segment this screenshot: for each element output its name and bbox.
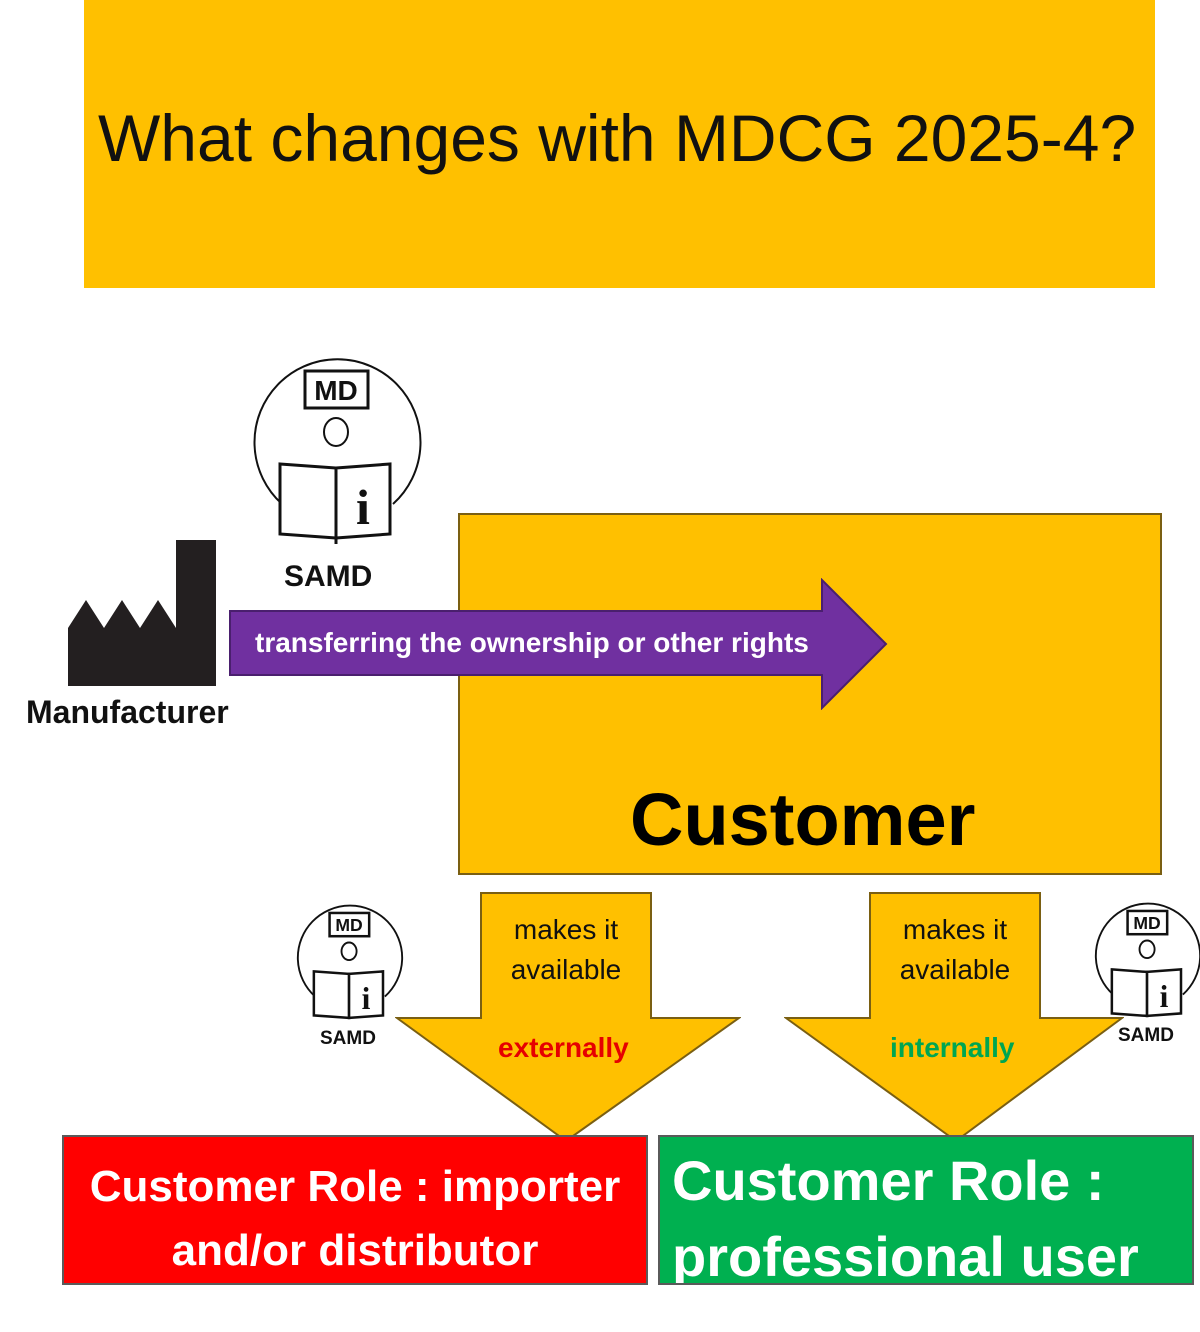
- external-availability-text: makes it available: [510, 914, 622, 985]
- samd-symbol-icon: MD i: [1094, 902, 1200, 1018]
- title-banner: What changes with MDCG 2025-4?: [84, 0, 1155, 288]
- samd-label: SAMD: [1118, 1025, 1174, 1046]
- samd-symbol-icon: MD i: [253, 358, 422, 544]
- samd-label: SAMD: [284, 560, 373, 593]
- importer-distributor-role-label: Customer Role : importer and/or distribu…: [89, 1162, 621, 1275]
- transfer-arrow: [229, 578, 888, 710]
- md-text: MD: [1133, 913, 1160, 933]
- professional-user-role-label: Customer Role : professional user: [672, 1149, 1139, 1285]
- transfer-label: transferring the ownership or other righ…: [255, 627, 809, 658]
- factory-icon: [68, 540, 216, 686]
- customer-label: Customer: [630, 778, 976, 861]
- md-text: MD: [335, 915, 362, 935]
- manufacturer-label: Manufacturer: [26, 694, 229, 730]
- customer-box: Customer: [458, 513, 1162, 875]
- external-down-arrow: [395, 892, 741, 1142]
- samd-symbol-icon: MD i: [296, 904, 404, 1020]
- info-text: i: [1160, 979, 1169, 1014]
- importer-distributor-role-box: Customer Role : importer and/or distribu…: [62, 1135, 648, 1285]
- internally-label: internally: [890, 1032, 1015, 1063]
- internal-down-arrow: [784, 892, 1124, 1142]
- internal-availability-text: makes it available: [899, 914, 1011, 985]
- md-text: MD: [314, 375, 358, 406]
- externally-label: externally: [498, 1032, 629, 1063]
- page-title: What changes with MDCG 2025-4?: [98, 101, 1137, 175]
- samd-label: SAMD: [320, 1028, 376, 1049]
- info-text: i: [362, 981, 371, 1016]
- professional-user-role-box: Customer Role : professional user: [658, 1135, 1194, 1285]
- info-text: i: [356, 479, 370, 535]
